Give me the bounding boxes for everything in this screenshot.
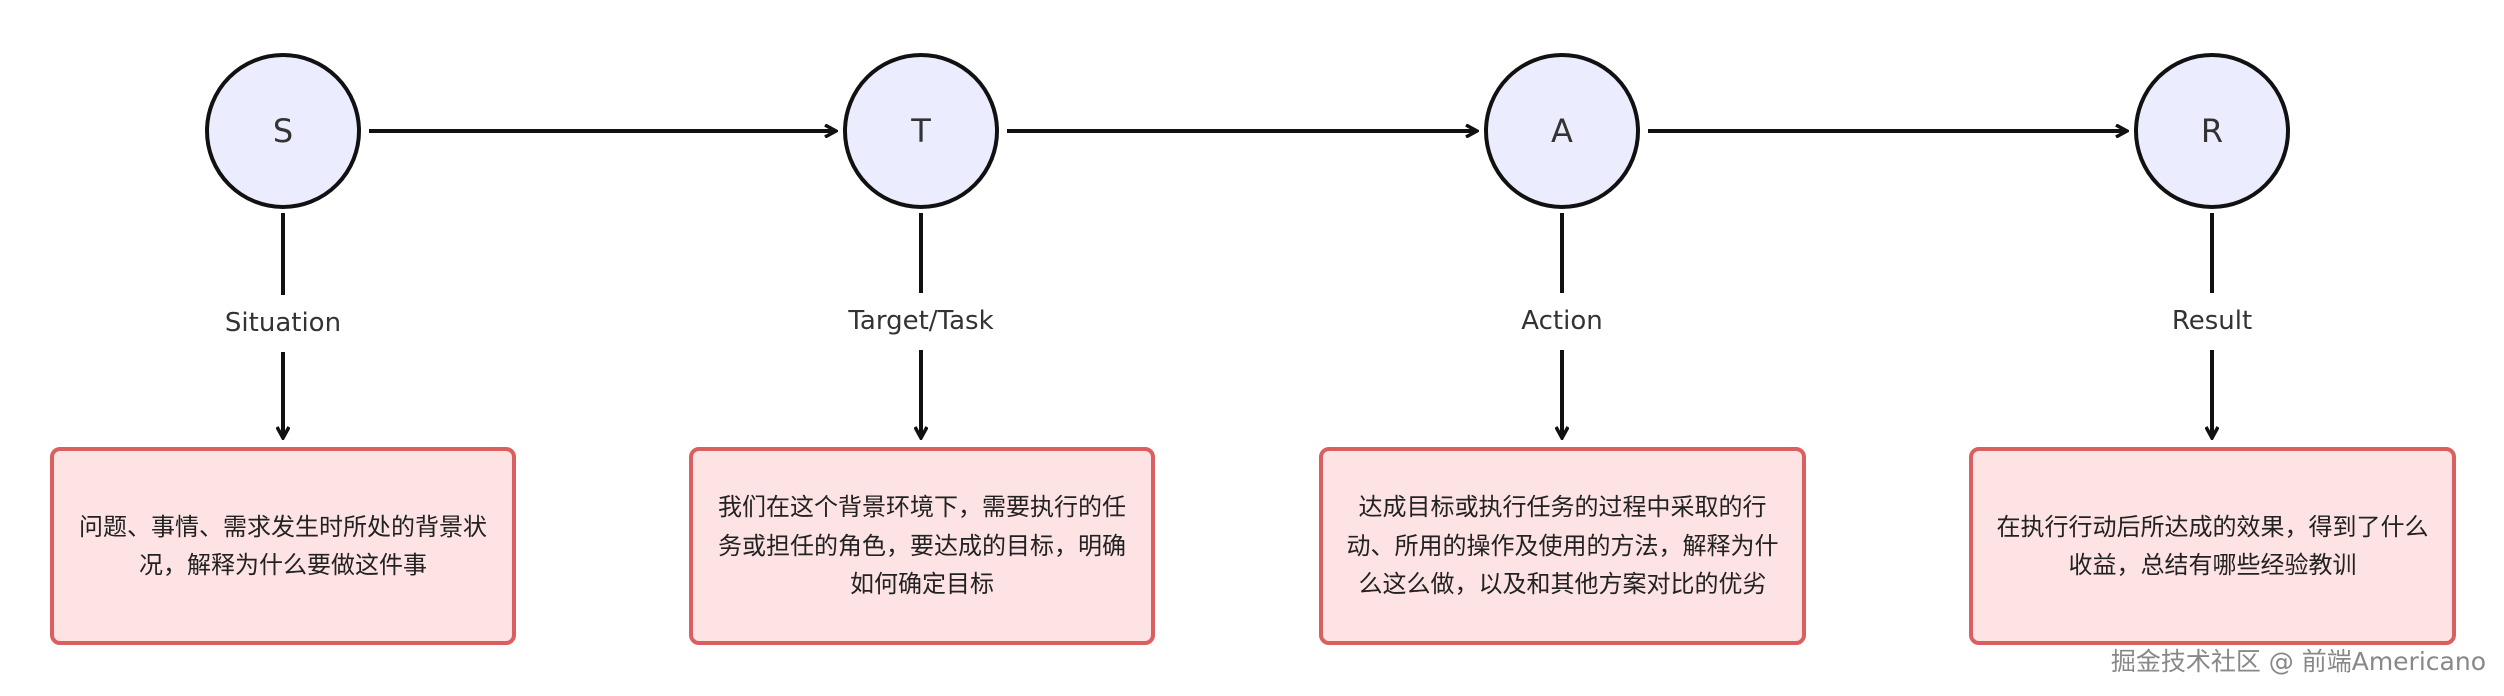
desc-text-action: 达成目标或执行任务的过程中采取的行动、所用的操作及使用的方法，解释为什么这么做，… (1346, 493, 1779, 599)
edge-label-target-task: Target/Task (771, 306, 1071, 336)
node-a: A (1484, 53, 1640, 209)
desc-box-action: 达成目标或执行任务的过程中采取的行动、所用的操作及使用的方法，解释为什么这么做，… (1319, 447, 1806, 645)
node-r: R (2134, 53, 2290, 209)
node-t: T (843, 53, 999, 209)
desc-text-target-task: 我们在这个背景环境下，需要执行的任务或担任的角色，要达成的目标，明确如何确定目标 (718, 493, 1126, 599)
watermark: 掘金技术社区 @ 前端Americano (2110, 647, 2486, 676)
node-s-letter: S (272, 112, 294, 150)
edge-label-situation: Situation (133, 308, 433, 338)
node-a-letter: A (1551, 112, 1573, 150)
node-s: S (205, 53, 361, 209)
node-t-letter: T (911, 112, 931, 150)
edge-label-result: Result (2062, 306, 2362, 336)
desc-box-target-task: 我们在这个背景环境下，需要执行的任务或担任的角色，要达成的目标，明确如何确定目标 (689, 447, 1155, 645)
desc-text-result: 在执行行动后所达成的效果，得到了什么收益，总结有哪些经验教训 (1996, 512, 2429, 579)
node-r-letter: R (2200, 112, 2224, 150)
desc-box-situation: 问题、事情、需求发生时所处的背景状况，解释为什么要做这件事 (50, 447, 516, 645)
edge-label-action: Action (1412, 306, 1712, 336)
desc-box-result: 在执行行动后所达成的效果，得到了什么收益，总结有哪些经验教训 (1969, 447, 2456, 645)
desc-text-situation: 问题、事情、需求发生时所处的背景状况，解释为什么要做这件事 (79, 512, 487, 579)
